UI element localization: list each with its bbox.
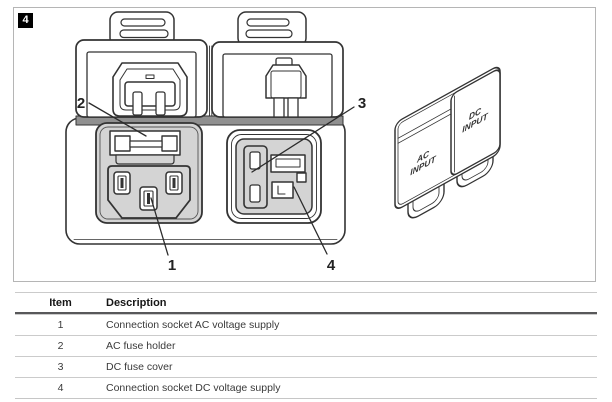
dc-cover xyxy=(209,11,344,118)
input-covers-isometric: AC INPUT DC INPUT xyxy=(394,66,501,219)
power-module-diagram: AC INPUT DC INPUT 2 3 1 4 xyxy=(65,11,501,274)
row-description: AC fuse holder xyxy=(106,340,176,352)
figure-number-badge: 4 xyxy=(18,13,33,28)
dc-plug xyxy=(265,57,307,118)
table-header-row: Item Description xyxy=(15,293,597,314)
callout-3: 3 xyxy=(358,95,366,112)
leader-4 xyxy=(293,186,328,255)
row-item-number: 2 xyxy=(57,340,64,352)
ac-fuse-holder xyxy=(109,130,181,165)
row-description: Connection socket AC voltage supply xyxy=(106,319,280,331)
dc-input-flap xyxy=(450,69,501,176)
table-row: 4 Connection socket DC voltage supply xyxy=(15,377,597,398)
callout-2: 2 xyxy=(77,95,85,112)
table-header-item: Item xyxy=(49,296,72,309)
leader-3 xyxy=(251,106,355,173)
dc-connection-socket xyxy=(270,154,307,199)
dc-fuse-cover xyxy=(243,145,268,209)
row-description: DC fuse cover xyxy=(106,361,173,373)
leader-2 xyxy=(88,102,147,137)
table-row: 3 DC fuse cover xyxy=(15,356,597,377)
item-description-table: Item Description 1 Connection socket AC … xyxy=(15,292,597,399)
ac-socket-module xyxy=(95,122,203,224)
ac-plug xyxy=(112,62,188,117)
row-item-number: 4 xyxy=(57,382,64,394)
table-row: 1 Connection socket AC voltage supply xyxy=(15,314,597,335)
ac-inlet-socket xyxy=(107,165,191,219)
callout-4: 4 xyxy=(327,257,336,274)
leader-1 xyxy=(150,197,169,256)
callout-1: 1 xyxy=(168,257,176,274)
dc-socket-module xyxy=(226,129,322,224)
row-item-number: 3 xyxy=(57,361,64,373)
row-description: Connection socket DC voltage supply xyxy=(106,382,281,394)
table-header-description: Description xyxy=(106,296,167,309)
ac-cover xyxy=(75,11,208,118)
callout-leaders xyxy=(88,102,355,256)
row-item-number: 1 xyxy=(57,319,64,331)
table-row: 2 AC fuse holder xyxy=(15,335,597,356)
